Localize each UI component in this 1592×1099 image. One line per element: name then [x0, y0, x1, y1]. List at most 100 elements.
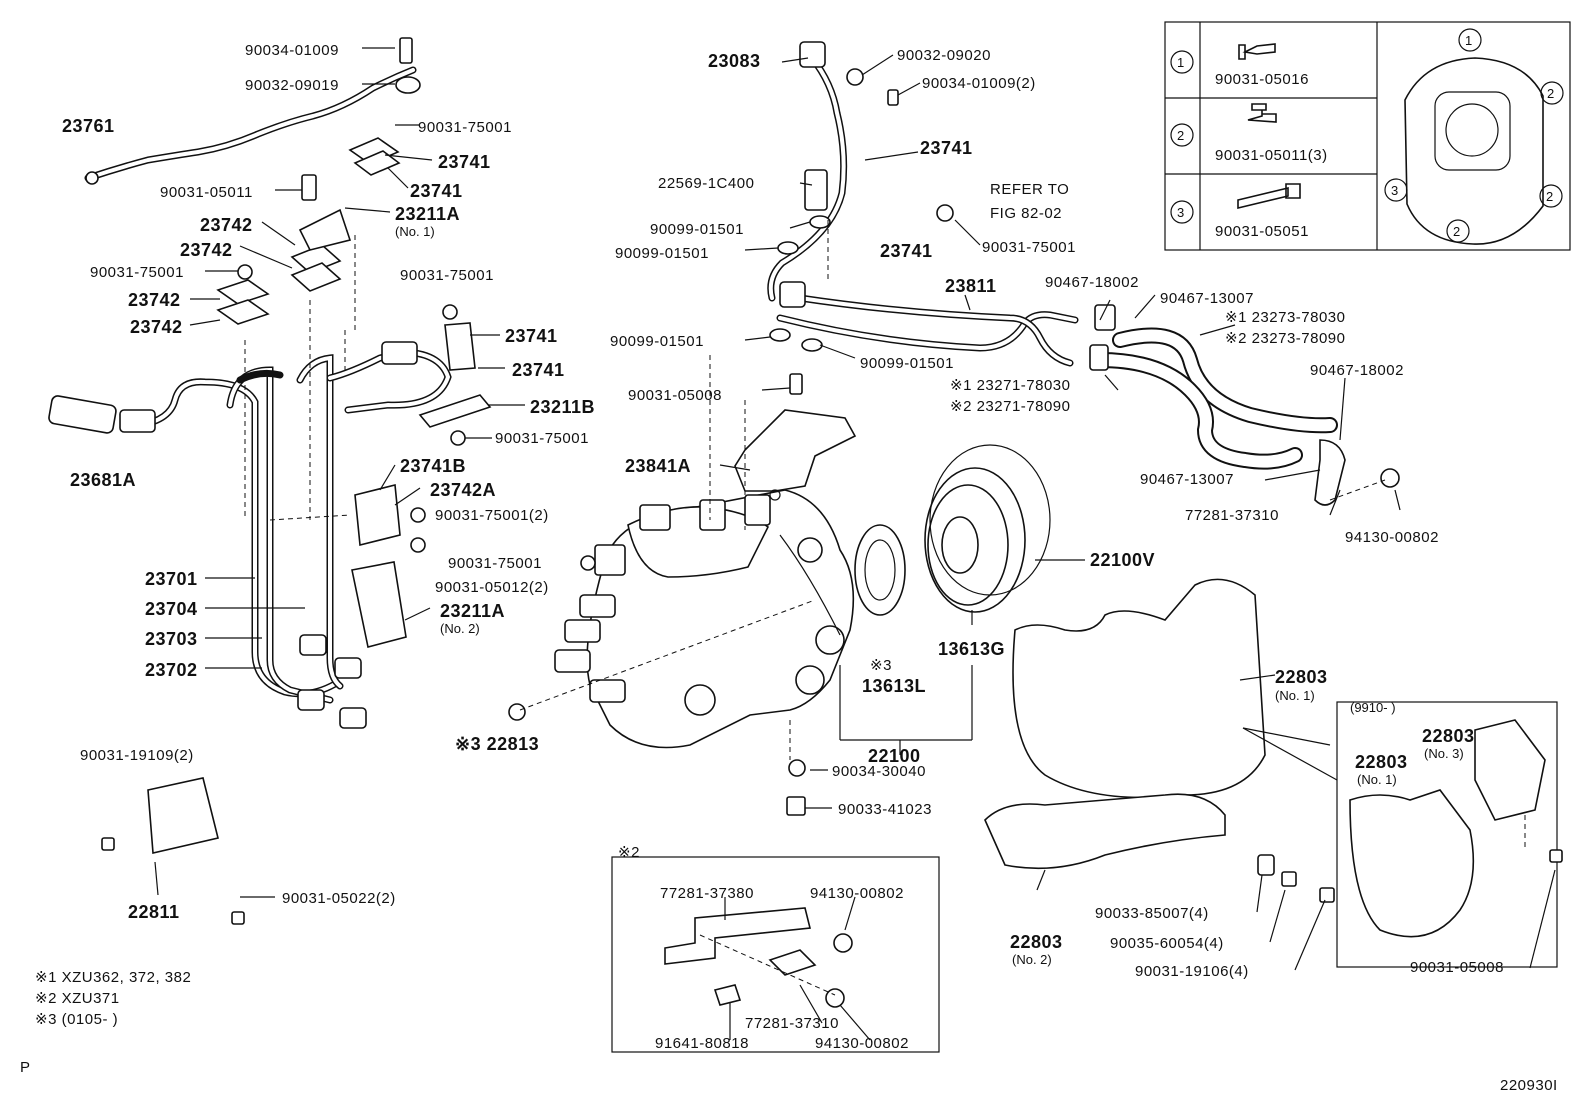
footnote-2: ※2 XZU371	[35, 990, 120, 1007]
label-90034-01009: 90034-01009	[245, 42, 339, 59]
label-90034-01009-2: 90034-01009(2)	[922, 75, 1036, 92]
drive-gear	[854, 444, 1051, 616]
inset-marker-x2: ※2	[618, 844, 640, 861]
label-94130-00802: 94130-00802	[810, 885, 904, 902]
table-part-90031-05051: 90031-05051	[1215, 223, 1309, 240]
label-no1: (No. 1)	[1275, 688, 1315, 703]
label-23811: 23811	[945, 276, 997, 296]
label-77281-37310: 77281-37310	[1185, 507, 1279, 524]
label-77281-37380: 77281-37380	[660, 885, 754, 902]
label-23742A: 23742A	[430, 480, 496, 500]
label-90031-05008: 90031-05008	[1410, 959, 1504, 976]
label-9910: (9910- )	[1350, 700, 1396, 715]
label-90031-05022-2: 90031-05022(2)	[282, 890, 396, 907]
label-no1: (No. 1)	[1357, 772, 1397, 787]
label-90035-60054-4: 90035-60054(4)	[1110, 935, 1224, 952]
table-row-1-index: 1	[1177, 55, 1184, 70]
label-fig: FIG 82-02	[990, 205, 1062, 222]
label-90099-01501: 90099-01501	[615, 245, 709, 262]
hoses	[1089, 304, 1400, 506]
pipe-clamps	[147, 137, 492, 854]
label-22803: 22803	[1422, 726, 1475, 746]
label-90033-85007-4: 90033-85007(4)	[1095, 905, 1209, 922]
label-90467-13007: 90467-13007	[1140, 471, 1234, 488]
table-part-90031-05016: 90031-05016	[1215, 71, 1309, 88]
footnote-3: ※3 (0105- )	[35, 1011, 118, 1028]
label-91641-80818: 91641-80818	[655, 1035, 749, 1052]
label-22811: 22811	[128, 902, 180, 922]
label-23701: 23701	[145, 569, 198, 589]
table-row-2-index: 2	[1177, 128, 1184, 143]
table-row-3-index: 3	[1177, 205, 1184, 220]
label-13613G: 13613G	[938, 639, 1005, 659]
label-90031-75001: 90031-75001	[495, 430, 589, 447]
label-77281-37310: 77281-37310	[745, 1015, 839, 1032]
label-22803: 22803	[1275, 667, 1328, 687]
label-90031-75001: 90031-75001	[448, 555, 542, 572]
label-90031-75001-2: 90031-75001(2)	[435, 507, 549, 524]
label-90031-05012-2: 90031-05012(2)	[435, 579, 549, 596]
label-13613L: 13613L	[862, 676, 926, 696]
label-no3: (No. 3)	[1424, 746, 1464, 761]
label-90467-18002: 90467-18002	[1045, 274, 1139, 291]
label-23083: 23083	[708, 51, 761, 71]
injection-pump	[554, 489, 855, 749]
label-90099-01501: 90099-01501	[650, 221, 744, 238]
label-23742: 23742	[128, 290, 181, 310]
label-90031-75001: 90031-75001	[90, 264, 184, 281]
label-94130-00802: 94130-00802	[1345, 529, 1439, 546]
label-23742: 23742	[130, 317, 183, 337]
label-23741: 23741	[438, 152, 491, 172]
label-23703: 23703	[145, 629, 198, 649]
label-23761: 23761	[62, 116, 115, 136]
label-23741: 23741	[505, 326, 558, 346]
figure-callout-2: 2	[1547, 86, 1554, 101]
label-23741: 23741	[880, 241, 933, 261]
injection-pipes	[48, 66, 452, 729]
delivery-valve-fitting	[48, 395, 117, 434]
heat-insulators	[984, 578, 1558, 968]
label-23841A: 23841A	[625, 456, 691, 476]
label-22100: 22100	[868, 746, 921, 766]
label-90032-09019: 90032-09019	[245, 77, 339, 94]
label-23211A: 23211A	[395, 204, 460, 224]
bolt-reference-table: 1 2 3 90031-05016 90031-05011(3) 90031-0…	[1164, 21, 1571, 251]
fuel-pipes	[767, 41, 1079, 367]
bolt-icon	[1238, 43, 1276, 60]
label-90031-75001: 90031-75001	[418, 119, 512, 136]
bolt-icon	[1247, 103, 1277, 123]
label-no1: (No. 1)	[395, 224, 435, 239]
label-90034-30040: 90034-30040	[832, 763, 926, 780]
label-no2: (No. 2)	[440, 621, 480, 636]
label-90031-19109-2: 90031-19109(2)	[80, 747, 194, 764]
label-23273-78090: ※2 23273-78090	[1225, 330, 1346, 347]
label-p: P	[20, 1059, 31, 1076]
label-23702: 23702	[145, 660, 198, 680]
label-90099-01501: 90099-01501	[860, 355, 954, 372]
inset-x2	[611, 856, 940, 1053]
figure-callout-2: 2	[1453, 224, 1460, 239]
label-23741: 23741	[512, 360, 565, 380]
figure-callout-2: 2	[1546, 189, 1553, 204]
bolt-icon	[1237, 183, 1301, 210]
figure-code: 220930I	[1500, 1077, 1558, 1094]
label-90467-13007: 90467-13007	[1160, 290, 1254, 307]
label-23273-78030: ※1 23273-78030	[1225, 309, 1346, 326]
label-22803: 22803	[1010, 932, 1063, 952]
label-90031-19106-4: 90031-19106(4)	[1135, 963, 1249, 980]
label-90467-18002: 90467-18002	[1310, 362, 1404, 379]
label-x3: ※3	[870, 657, 892, 674]
label-23742: 23742	[180, 240, 233, 260]
label-23211B: 23211B	[530, 397, 595, 417]
label-90031-05008: 90031-05008	[628, 387, 722, 404]
label-90031-75001: 90031-75001	[982, 239, 1076, 256]
cover-plate-figure	[1404, 57, 1544, 245]
label-refer-to: REFER TO	[990, 181, 1069, 198]
label-90032-09020: 90032-09020	[897, 47, 991, 64]
label-22569-1C400: 22569-1C400	[658, 175, 754, 192]
label-23741B: 23741B	[400, 456, 466, 476]
label-23704: 23704	[145, 599, 198, 619]
label-90033-41023: 90033-41023	[838, 801, 932, 818]
